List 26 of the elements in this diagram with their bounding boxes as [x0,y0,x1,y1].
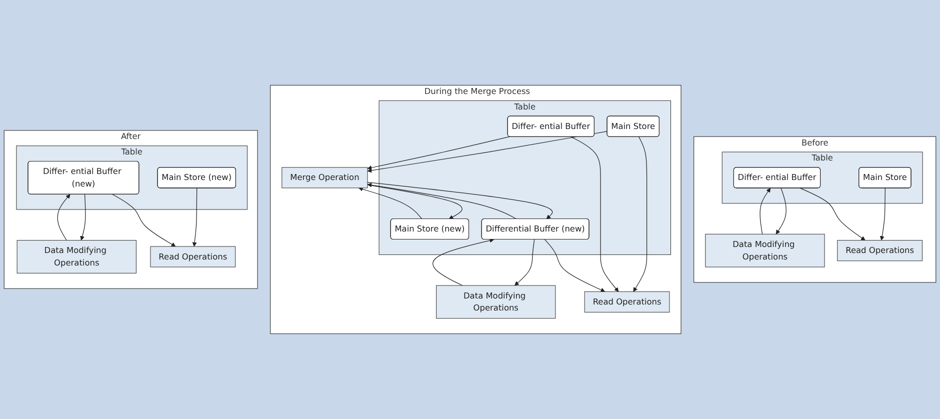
arrow [192,188,198,247]
arrow [367,182,517,220]
arrow [367,130,608,173]
node-box: Data Modifying Operations [705,234,825,268]
arrow [633,136,648,292]
node-box: Read Operations [584,291,670,312]
arrow [776,188,786,234]
node-box: Read Operations [150,246,236,268]
node-box: Merge Operation [282,167,368,188]
arrow [358,186,422,220]
arrow [544,239,606,292]
arrow [800,188,866,241]
arrow [112,194,176,247]
arrow [570,136,619,292]
arrow [760,188,771,234]
arrow [367,184,462,220]
node-box: Data Modifying Operations [16,240,136,274]
arrow [514,239,535,286]
node-box: Data Modifying Operations [436,285,556,319]
arrow [367,182,553,220]
arrow [80,194,86,241]
arrow [880,188,886,241]
arrow [432,238,494,286]
arrow [367,136,510,170]
node-box: Read Operations [837,240,922,262]
arrow [57,194,70,241]
